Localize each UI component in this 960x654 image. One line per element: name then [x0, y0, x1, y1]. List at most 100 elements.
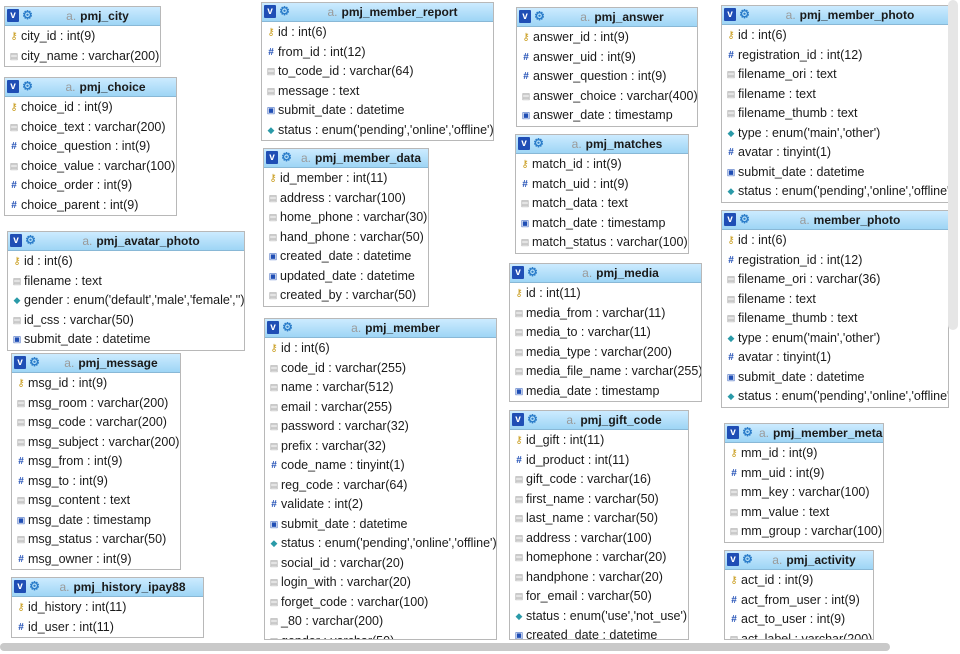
collapse-toggle-icon[interactable]: v	[10, 234, 22, 247]
table-pmj-member-meta[interactable]: v⚙a.pmj_member_meta⚷mm_id : int(9)#mm_ui…	[724, 423, 884, 543]
column-row[interactable]: #msg_from : int(9)	[12, 452, 180, 472]
column-row[interactable]: ▣answer_date : timestamp	[517, 106, 697, 126]
table-header[interactable]: v⚙a.pmj_message	[12, 354, 180, 373]
column-row[interactable]: ▤media_from : varchar(11)	[510, 304, 701, 324]
column-row[interactable]: ⚷match_id : int(9)	[516, 155, 688, 175]
column-row[interactable]: ▤city_name : varchar(200)	[5, 47, 160, 67]
column-row[interactable]: ▤filename : text	[722, 85, 948, 105]
column-row[interactable]: ◆status : enum('use','not_use')	[510, 607, 688, 627]
table-header[interactable]: v⚙a.pmj_member_meta	[725, 424, 883, 443]
column-row[interactable]: #code_name : tinyint(1)	[265, 456, 496, 476]
table-pmj-member-photo[interactable]: v⚙a.pmj_member_photo⚷id : int(6)#registr…	[721, 5, 949, 203]
column-row[interactable]: ▤filename_ori : varchar(36)	[722, 270, 948, 290]
table-header[interactable]: v⚙a.pmj_city	[5, 7, 160, 26]
gear-icon[interactable]: ⚙	[527, 265, 538, 279]
collapse-toggle-icon[interactable]: v	[519, 10, 531, 23]
table-pmj-media[interactable]: v⚙a.pmj_media⚷id : int(11)▤media_from : …	[509, 263, 702, 402]
column-row[interactable]: ◆status : enum('pending','online','offli…	[265, 534, 496, 554]
column-row[interactable]: ⚷id : int(11)	[510, 284, 701, 304]
table-header[interactable]: v⚙a.pmj_choice	[5, 78, 176, 97]
table-header[interactable]: v⚙a.pmj_media	[510, 264, 701, 283]
column-row[interactable]: ▣submit_date : datetime	[265, 515, 496, 535]
column-row[interactable]: ▤address : varchar(100)	[510, 529, 688, 549]
column-row[interactable]: ▣created_date : datetime	[264, 247, 428, 267]
collapse-toggle-icon[interactable]: v	[7, 9, 19, 22]
column-row[interactable]: ▤answer_choice : varchar(400)	[517, 87, 697, 107]
column-row[interactable]: ▤choice_value : varchar(100)	[5, 157, 176, 177]
column-row[interactable]: ▤for_email : varchar(50)	[510, 587, 688, 607]
column-row[interactable]: ▤password : varchar(32)	[265, 417, 496, 437]
column-row[interactable]: ▣submit_date : datetime	[262, 101, 493, 121]
column-row[interactable]: ▤to_code_id : varchar(64)	[262, 62, 493, 82]
collapse-toggle-icon[interactable]: v	[724, 213, 736, 226]
column-row[interactable]: ▤msg_room : varchar(200)	[12, 394, 180, 414]
column-row[interactable]: ▤_80 : varchar(200)	[265, 612, 496, 632]
column-row[interactable]: ⚷mm_id : int(9)	[725, 444, 883, 464]
column-row[interactable]: ◆type : enum('main','other')	[722, 329, 948, 349]
column-row[interactable]: #from_id : int(12)	[262, 43, 493, 63]
column-row[interactable]: ▤mm_value : text	[725, 503, 883, 523]
column-row[interactable]: #answer_question : int(9)	[517, 67, 697, 87]
column-row[interactable]: ▤address : varchar(100)	[264, 189, 428, 209]
column-row[interactable]: ⚷id : int(6)	[265, 339, 496, 359]
gear-icon[interactable]: ⚙	[533, 136, 544, 150]
column-row[interactable]: ⚷id : int(6)	[722, 26, 948, 46]
gear-icon[interactable]: ⚙	[29, 579, 40, 593]
gear-icon[interactable]: ⚙	[739, 212, 750, 226]
column-row[interactable]: ▣submit_date : datetime	[722, 368, 948, 388]
column-row[interactable]: ▤forget_code : varchar(100)	[265, 593, 496, 613]
gear-icon[interactable]: ⚙	[279, 4, 290, 18]
column-row[interactable]: ▣updated_date : datetime	[264, 267, 428, 287]
gear-icon[interactable]: ⚙	[739, 7, 750, 21]
column-row[interactable]: ▤msg_content : text	[12, 491, 180, 511]
column-row[interactable]: ⚷id : int(6)	[8, 252, 244, 272]
column-row[interactable]: ▤last_name : varchar(50)	[510, 509, 688, 529]
column-row[interactable]: ▣submit_date : datetime	[8, 330, 244, 350]
column-row[interactable]: ▤msg_status : varchar(50)	[12, 530, 180, 550]
table-header[interactable]: v⚙a.pmj_member_photo	[722, 6, 948, 25]
column-row[interactable]: ▤name : varchar(512)	[265, 378, 496, 398]
column-row[interactable]: ◆status : enum('pending','online','offli…	[262, 121, 493, 141]
column-row[interactable]: ▣created_date : datetime	[510, 626, 688, 639]
column-row[interactable]: #match_uid : int(9)	[516, 175, 688, 195]
gear-icon[interactable]: ⚙	[281, 150, 292, 164]
column-row[interactable]: ◆status : enum('pending','online','offli…	[722, 182, 948, 202]
column-row[interactable]: ▤media_to : varchar(11)	[510, 323, 701, 343]
collapse-toggle-icon[interactable]: v	[14, 356, 26, 369]
column-row[interactable]: ▤created_by : varchar(50)	[264, 286, 428, 306]
column-row[interactable]: #answer_uid : int(9)	[517, 48, 697, 68]
column-row[interactable]: ◆status : enum('pending','online','offli…	[722, 387, 948, 407]
column-row[interactable]: ▤match_data : text	[516, 194, 688, 214]
column-row[interactable]: ⚷act_id : int(9)	[725, 571, 873, 591]
column-row[interactable]: ▤choice_text : varchar(200)	[5, 118, 176, 138]
column-row[interactable]: ▤media_file_name : varchar(255)	[510, 362, 701, 382]
vertical-scrollbar[interactable]	[948, 0, 958, 330]
column-row[interactable]: #msg_to : int(9)	[12, 472, 180, 492]
table-header[interactable]: v⚙a.pmj_history_ipay88	[12, 578, 203, 597]
column-row[interactable]: ⚷id_member : int(11)	[264, 169, 428, 189]
column-row[interactable]: ▤filename_thumb : text	[722, 104, 948, 124]
column-row[interactable]: ⚷id_gift : int(11)	[510, 431, 688, 451]
column-row[interactable]: ▤mm_group : varchar(100)	[725, 522, 883, 542]
column-row[interactable]: ▤hand_phone : varchar(50)	[264, 228, 428, 248]
table-pmj-city[interactable]: v⚙a.pmj_city⚷city_id : int(9)▤city_name …	[4, 6, 161, 67]
column-row[interactable]: ▤first_name : varchar(50)	[510, 490, 688, 510]
column-row[interactable]: #choice_parent : int(9)	[5, 196, 176, 216]
gear-icon[interactable]: ⚙	[742, 552, 753, 566]
column-row[interactable]: ▤act_label : varchar(200)	[725, 630, 873, 640]
column-row[interactable]: ▤code_id : varchar(255)	[265, 359, 496, 379]
gear-icon[interactable]: ⚙	[22, 8, 33, 22]
table-pmj-matches[interactable]: v⚙a.pmj_matches⚷match_id : int(9)#match_…	[515, 134, 689, 254]
collapse-toggle-icon[interactable]: v	[7, 80, 19, 93]
column-row[interactable]: ▤gift_code : varchar(16)	[510, 470, 688, 490]
table-pmj-choice[interactable]: v⚙a.pmj_choice⚷choice_id : int(9)▤choice…	[4, 77, 177, 216]
gear-icon[interactable]: ⚙	[29, 355, 40, 369]
column-row[interactable]: ⚷answer_id : int(9)	[517, 28, 697, 48]
gear-icon[interactable]: ⚙	[25, 233, 36, 247]
table-pmj-gift-code[interactable]: v⚙a.pmj_gift_code⚷id_gift : int(11)#id_p…	[509, 410, 689, 640]
table-header[interactable]: v⚙a.pmj_activity	[725, 551, 873, 570]
table-pmj-activity[interactable]: v⚙a.pmj_activity⚷act_id : int(9)#act_fro…	[724, 550, 874, 640]
table-pmj-avatar-photo[interactable]: v⚙a.pmj_avatar_photo⚷id : int(6)▤filenam…	[7, 231, 245, 351]
column-row[interactable]: ▣msg_date : timestamp	[12, 511, 180, 531]
column-row[interactable]: ▤handphone : varchar(20)	[510, 568, 688, 588]
